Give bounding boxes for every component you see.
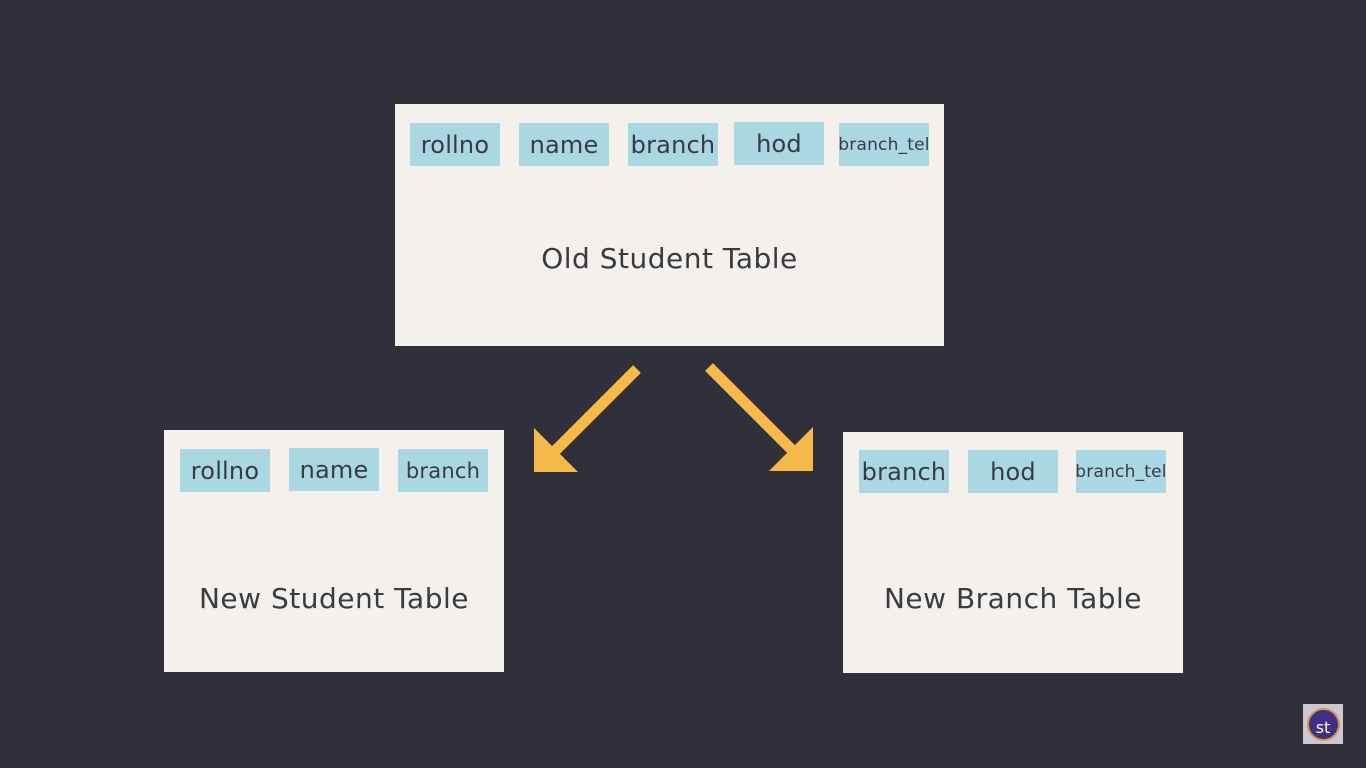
column-branch-tel: branch_tel bbox=[838, 123, 930, 166]
column-name: name bbox=[289, 448, 379, 491]
table-title: New Student Table bbox=[198, 582, 469, 615]
table-title: New Branch Table bbox=[883, 582, 1143, 615]
column-hod: hod bbox=[968, 450, 1058, 493]
arrow-to-new-branch-table bbox=[705, 363, 813, 471]
old-student-table: rollno name branch hod branch_tel Old St… bbox=[395, 104, 944, 346]
studytonight-logo: st bbox=[1303, 704, 1343, 744]
column-branch: branch bbox=[398, 449, 488, 492]
column-branch: branch bbox=[628, 123, 718, 166]
column-name: name bbox=[519, 123, 609, 166]
new-branch-table: branch hod branch_tel New Branch Table bbox=[843, 432, 1183, 673]
column-hod: hod bbox=[734, 122, 824, 165]
column-branch: branch bbox=[859, 450, 949, 493]
table-title: Old Student Table bbox=[541, 242, 798, 275]
column-rollno: rollno bbox=[410, 123, 500, 166]
logo-text: st bbox=[1306, 707, 1340, 741]
column-rollno: rollno bbox=[180, 449, 270, 492]
column-branch-tel: branch_tel bbox=[1075, 450, 1167, 493]
new-student-table: rollno name branch New Student Table bbox=[164, 430, 504, 672]
arrow-to-new-student-table bbox=[534, 365, 641, 472]
